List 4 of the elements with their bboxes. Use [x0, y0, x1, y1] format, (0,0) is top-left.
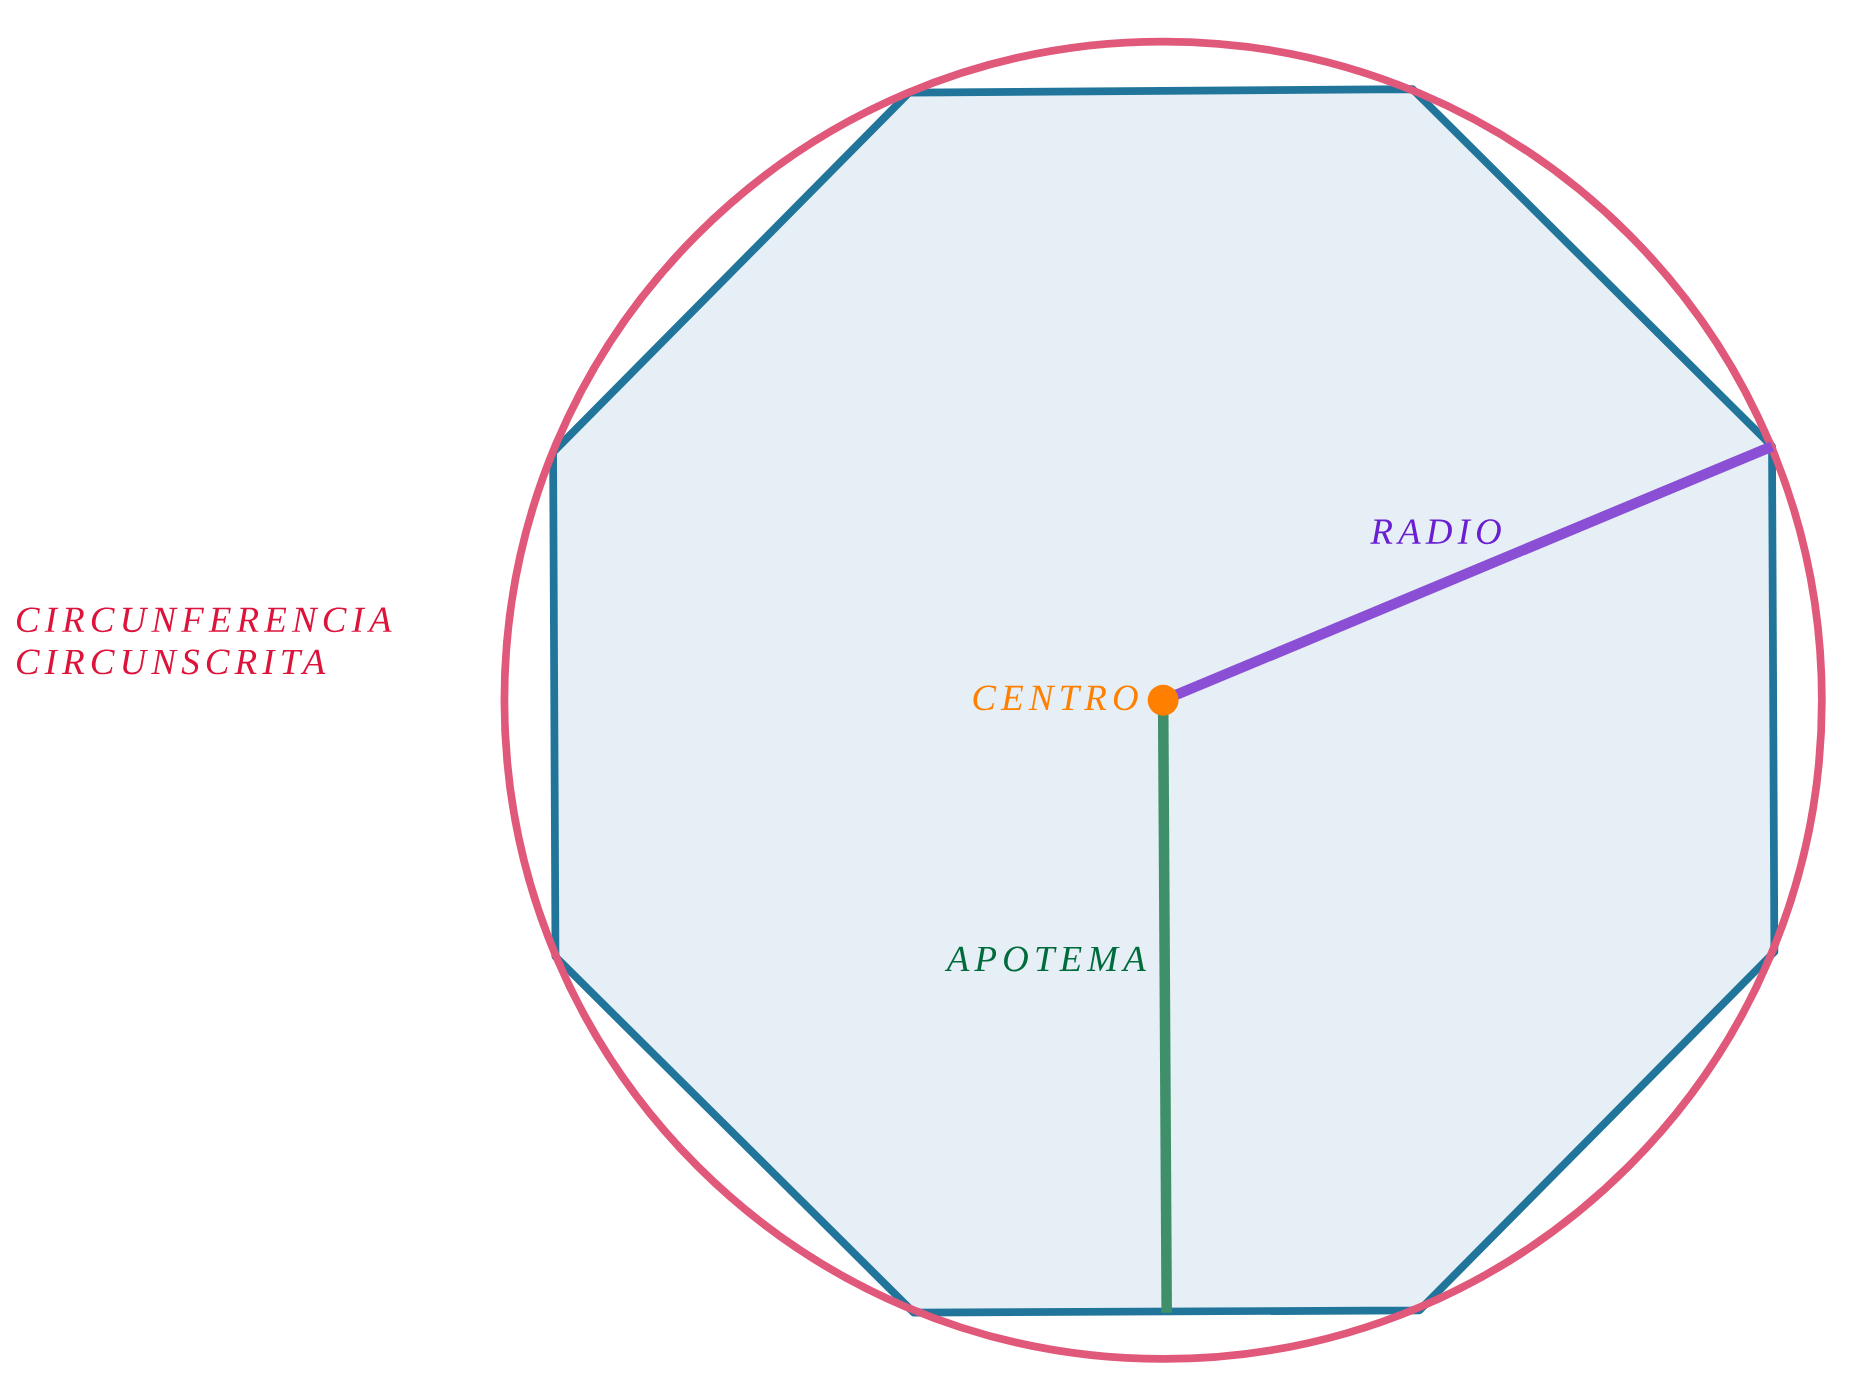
text-label: CIRCUNFERENCIA CIRCUNSCRITA — [17, 607, 392, 675]
text-label: CENTRO — [973, 685, 1138, 711]
text-label: APOTEMA — [944, 946, 1146, 972]
text-label: RADIO — [1370, 519, 1501, 544]
